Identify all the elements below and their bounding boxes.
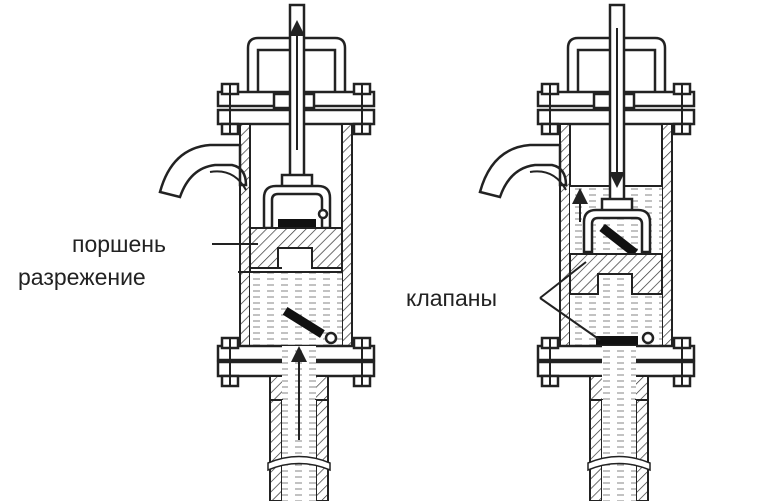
left-cylinder-wall-left <box>239 123 251 347</box>
right-pump <box>478 3 696 501</box>
left-upper-bolts <box>220 82 372 136</box>
left-pipe-break <box>267 455 331 472</box>
right-bottom-valve-closed <box>596 336 638 345</box>
right-pipe-wall-right <box>635 399 649 501</box>
left-pump <box>158 3 376 501</box>
valves-leader-lower <box>539 297 601 341</box>
left-spout-inner <box>209 170 247 191</box>
valves-label: клапаны <box>406 285 497 311</box>
right-pipe-wall-left <box>589 399 603 501</box>
left-bottom-valve-hinge <box>324 331 338 345</box>
left-pipe-wall-left <box>269 399 283 501</box>
right-piston <box>569 253 663 295</box>
left-piston <box>249 227 343 269</box>
left-piston-valve-hinge <box>317 208 329 220</box>
left-lower-bolts <box>220 336 372 388</box>
left-cylinder-wall-right <box>341 123 353 347</box>
left-spout <box>158 143 248 199</box>
left-piston-valve <box>278 219 316 228</box>
right-spout <box>478 143 568 199</box>
left-bottom-valve <box>282 306 325 338</box>
right-piston-yoke <box>582 208 652 254</box>
right-pipe-water <box>602 400 636 501</box>
left-pipe-wall-right <box>315 399 329 501</box>
vacuum-label: разрежение <box>18 264 146 290</box>
right-upper-bolts <box>540 82 692 136</box>
piston-label: поршень <box>72 231 166 257</box>
valves-leader-upper <box>539 261 587 299</box>
right-cylinder-wall-right <box>661 123 673 347</box>
right-pipe-break <box>587 455 651 472</box>
right-piston-valve-open <box>599 223 639 257</box>
right-lower-bolts <box>540 336 692 388</box>
